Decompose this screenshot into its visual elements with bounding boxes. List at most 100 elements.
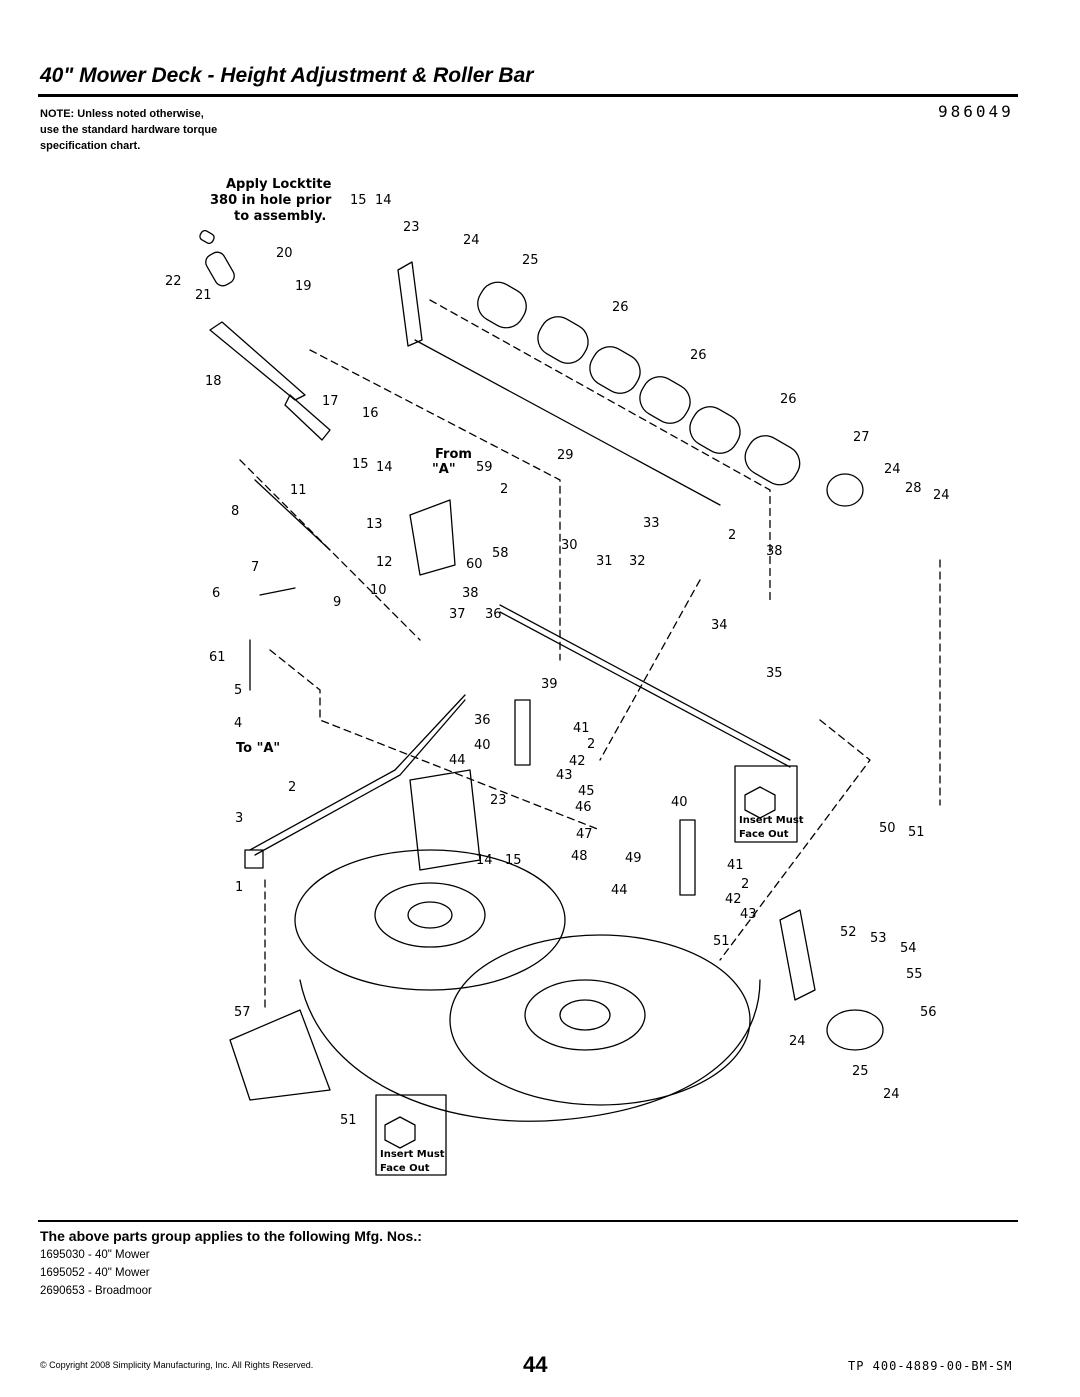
page-title: 40" Mower Deck - Height Adjustment & Rol… [40, 64, 534, 87]
callout: 32 [629, 554, 646, 569]
lift-linkage [244, 479, 884, 1051]
torque-note: NOTE: Unless noted otherwise, use the st… [40, 106, 217, 154]
callout: 60 [466, 557, 483, 572]
callout: 19 [295, 279, 312, 294]
callout: 27 [853, 430, 870, 445]
callout: 49 [625, 851, 642, 866]
callout: 9 [333, 595, 341, 610]
roller [689, 406, 741, 454]
section-rule [38, 1220, 1018, 1222]
callout: 2 [500, 482, 508, 497]
deck-bracket-left [409, 769, 481, 871]
callout: 1 [235, 880, 243, 895]
parts-diagram: Apply Locktite 380 in hole prior to asse… [165, 177, 950, 1176]
insert-note: Face Out [739, 829, 789, 840]
roller [537, 316, 589, 364]
callout: 43 [556, 768, 573, 783]
callout: 24 [883, 1087, 900, 1102]
callout: 7 [251, 560, 259, 575]
callout: 12 [376, 555, 393, 570]
callout: 8 [231, 504, 239, 519]
callout: 6 [212, 586, 220, 601]
callout: 24 [884, 462, 901, 477]
roller-bar-assembly [397, 261, 864, 507]
callout: 2 [587, 737, 595, 752]
height-adjust-lever [199, 229, 456, 576]
rod-end [244, 849, 264, 869]
hanger-40b [679, 819, 696, 896]
deck-right-spindle [524, 979, 646, 1051]
callout: 14 [476, 853, 493, 868]
callout: 13 [366, 517, 383, 532]
document-code: TP 400-4889-00-BM-SM [848, 1359, 1013, 1373]
callout: 51 [908, 825, 925, 840]
callout: 50 [879, 821, 896, 836]
callout: 25 [522, 253, 539, 268]
mfg-item: 1695052 - 40" Mower [40, 1267, 150, 1279]
roller-end-cap [826, 473, 864, 507]
mfg-item: 1695030 - 40" Mower [40, 1249, 150, 1261]
insert-note: Insert Must [739, 815, 804, 826]
callout: 26 [690, 348, 707, 363]
lever-arm [209, 321, 306, 401]
callout: 44 [449, 753, 466, 768]
callout: 15 [350, 193, 367, 208]
callout: 26 [780, 392, 797, 407]
callout: 26 [612, 300, 629, 315]
callout-group: 15 14 23 24 25 26 26 26 27 24 28 24 22 2… [165, 193, 950, 1128]
callout: 3 [235, 811, 243, 826]
callout: 29 [557, 448, 574, 463]
callout: 24 [463, 233, 480, 248]
callout: 48 [571, 849, 588, 864]
insert-box-upper [734, 765, 798, 843]
hanger-40 [514, 699, 531, 766]
callout: 52 [840, 925, 857, 940]
front-roller [826, 1009, 884, 1051]
callout: 41 [727, 858, 744, 873]
callout: 2 [728, 528, 736, 543]
sector-plate [409, 499, 456, 576]
routing-lines [239, 299, 941, 1011]
mfg-applies-title: The above parts group applies to the fol… [40, 1228, 422, 1244]
insert-note: Face Out [380, 1163, 430, 1174]
knob [199, 229, 215, 245]
callout: 51 [340, 1113, 357, 1128]
callout: 24 [789, 1034, 806, 1049]
callout: 11 [290, 483, 307, 498]
callout: 40 [671, 795, 688, 810]
callout: 53 [870, 931, 887, 946]
callout: 57 [234, 1005, 251, 1020]
callout: 28 [905, 481, 922, 496]
deck-left-housing [294, 849, 566, 991]
grip [205, 251, 235, 287]
callout: 14 [375, 193, 392, 208]
note-line: use the standard hardware torque [40, 124, 218, 136]
callout: 42 [725, 892, 742, 907]
callout: 33 [643, 516, 660, 531]
callout: 58 [492, 546, 509, 561]
callout: 14 [376, 460, 393, 475]
callout: 23 [403, 220, 420, 235]
title-rule [38, 94, 1018, 97]
roller [639, 376, 691, 424]
callout: 59 [476, 460, 493, 475]
callout: 2 [741, 877, 749, 892]
callout: 46 [575, 800, 592, 815]
insert-note: Insert Must [380, 1149, 445, 1160]
page-number: 44 [523, 1352, 548, 1377]
insert-nut-icon [744, 786, 776, 819]
callout: 21 [195, 288, 212, 303]
callout: 15 [505, 853, 522, 868]
callout: 43 [740, 907, 757, 922]
callout: 31 [596, 554, 613, 569]
callout: 55 [906, 967, 923, 982]
callout: 5 [234, 683, 242, 698]
callout: 4 [234, 716, 242, 731]
callout: 30 [561, 538, 578, 553]
diagram-number: 986049 [938, 102, 1014, 121]
roller-bracket [397, 261, 423, 347]
callout: 41 [573, 721, 590, 736]
callout: 2 [288, 780, 296, 795]
note-line: NOTE: Unless noted otherwise, [40, 108, 204, 120]
callout: 24 [933, 488, 950, 503]
